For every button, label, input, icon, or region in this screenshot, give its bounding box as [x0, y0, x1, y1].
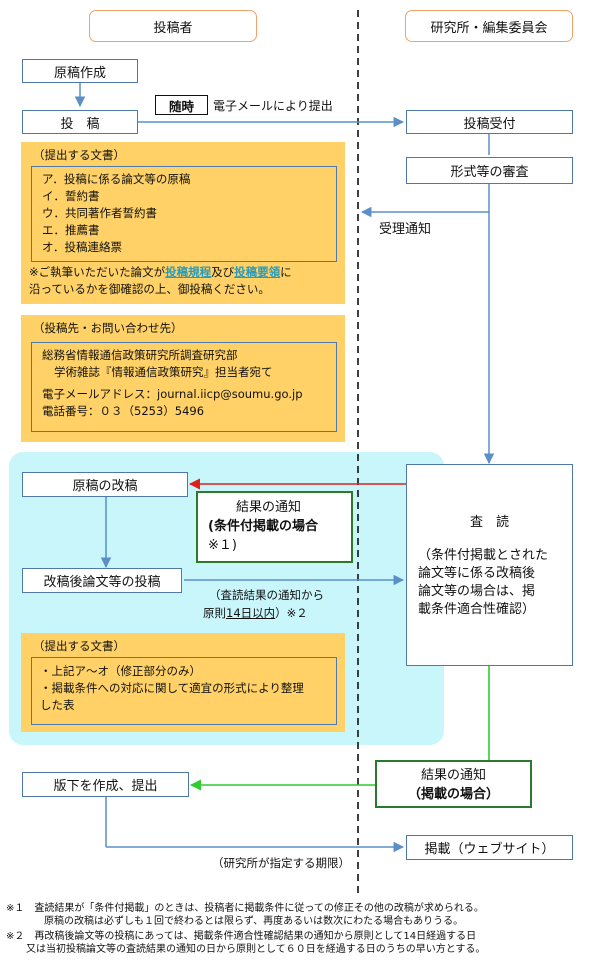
document-item: ア．投稿に係る論文等の原稿 [42, 172, 191, 186]
submit-method: 電子メールにより提出 [213, 99, 333, 113]
step-check: 形式等の審査 [406, 157, 573, 184]
step-draft-label: 原稿作成 [53, 65, 106, 81]
review-desc-line: 論文等に係る改稿後 [418, 566, 536, 581]
notice-conditional: 結果の通知 (条件付掲載の場合 ※１) [196, 491, 353, 563]
notice-accepted-case: （掲載の場合） [407, 787, 499, 802]
review-desc-line: 載条件適合性確認） [418, 602, 536, 617]
documents-note-line2: 沿っているかを御確認の上、御投稿ください。 [29, 282, 270, 296]
link-submission-guidelines[interactable]: 投稿要領 [234, 265, 281, 279]
link-submission-rules[interactable]: 投稿規程 [165, 265, 212, 279]
review-description: （条件付掲載とされた 論文等に係る改稿後 論文等の場合は、掲 載条件適合性確認） [418, 547, 548, 619]
documents-panel: （提出する文書） ア．投稿に係る論文等の原稿 イ．誓約書 ウ．共同著作者誓約書 … [21, 142, 345, 304]
revision-document-item: した表 [40, 698, 75, 712]
header-author-label: 投稿者 [153, 20, 193, 36]
note-text: 及び [211, 265, 235, 279]
header-institute: 研究所・編集委員会 [405, 10, 573, 42]
documents-note: ※ご執筆いただいた論文が投稿規程及び投稿要領に [29, 264, 292, 281]
review-box: 査 読 （条件付掲載とされた 論文等に係る改稿後 論文等の場合は、掲 載条件適合… [406, 464, 573, 666]
review-desc-line: 論文等の場合は、掲 [418, 584, 536, 599]
contact-email: 電子メールアドレス：journal.iicp@soumu.go.jp [42, 387, 303, 401]
contact-org: 総務省情報通信政策研究所調査研究部 [42, 348, 238, 362]
step-publish: 掲載（ウェブサイト） [406, 835, 573, 860]
contact-panel: （投稿先・お問い合わせ先） 総務省情報通信政策研究所調査研究部 学術雑誌『情報通… [21, 315, 345, 442]
notice-accepted-title: 結果の通知 [420, 768, 486, 783]
step-revise: 原稿の改稿 [22, 472, 188, 497]
footnote-1-cont: 原稿の改稿は必ずしも１回で終わるとは限らず、再度あるいは数次にわたる場合もありう… [44, 916, 464, 927]
step-submit-label: 投 稿 [60, 116, 100, 132]
revision-documents-list: ・上記ア～オ（修正部分のみ） ・掲載条件への対応に関して適宜の形式により整理 し… [31, 657, 337, 725]
footnotes: ※１ 査読結果が「条件付掲載」のときは、投稿者に掲載条件に従っての修正その他の改… [6, 902, 596, 956]
deadline-text: ）※２ [275, 606, 308, 620]
revision-document-item: ・掲載条件への対応に関して適宜の形式により整理 [40, 681, 304, 695]
footnote-1: ※１ 査読結果が「条件付掲載」のときは、投稿者に掲載条件に従っての修正その他の改… [6, 903, 484, 914]
document-item: ウ．共同著作者誓約書 [42, 206, 157, 220]
step-receive: 投稿受付 [406, 110, 573, 134]
document-item: イ．誓約書 [42, 189, 100, 203]
step-resubmit: 改稿後論文等の投稿 [22, 568, 182, 593]
deadline-text: 原則 [203, 606, 226, 620]
submit-badge: 随時 [155, 95, 208, 115]
revision-documents-title: （提出する文書） [33, 639, 125, 653]
step-check-label: 形式等の審査 [450, 165, 529, 180]
step-draft: 原稿作成 [22, 59, 138, 83]
revision-document-item: ・上記ア～オ（修正部分のみ） [40, 664, 201, 678]
contact-title: （投稿先・お問い合わせ先） [33, 321, 183, 335]
step-revise-label: 原稿の改稿 [72, 479, 138, 494]
notice-conditional-case: (条件付掲載の場合 [208, 519, 318, 534]
notice-conditional-ref: ※１) [208, 538, 237, 553]
revision-documents-panel: （提出する文書） ・上記ア～オ（修正部分のみ） ・掲載条件への対応に関して適宜の… [21, 633, 345, 732]
deadline-note: （査読結果の通知から 原則14日以内）※２ [203, 586, 324, 622]
documents-title: （提出する文書） [33, 148, 125, 162]
step-final-label: 版下を作成、提出 [53, 779, 158, 794]
contact-details: 総務省情報通信政策研究所調査研究部 学術雑誌『情報通信政策研究』担当者宛て 電子… [31, 342, 337, 432]
documents-list: ア．投稿に係る論文等の原稿 イ．誓約書 ウ．共同著作者誓約書 エ．推薦書 オ．投… [31, 166, 337, 262]
review-title: 査 読 [469, 515, 509, 530]
footnote-2-cont: 又は当初投稿論文等の査読結果の通知の日から原則として６０日を経過する日のうちの早… [26, 944, 486, 955]
document-item: オ．投稿連絡票 [42, 240, 123, 254]
document-item: エ．推薦書 [42, 223, 100, 237]
deadline-days: 14日以内 [226, 606, 276, 620]
step-receive-label: 投稿受付 [463, 116, 516, 132]
deadline-line1: （査読結果の通知から [209, 588, 324, 602]
contact-phone: 電話番号：０３（5253）5496 [42, 404, 205, 418]
notice-conditional-title: 結果の通知 [236, 500, 302, 515]
note-text: に [280, 265, 292, 279]
note-text: ※ご執筆いただいた論文が [29, 265, 166, 279]
acceptance-label: 受理通知 [379, 222, 432, 237]
review-desc-line: （条件付掲載とされた [418, 548, 549, 563]
step-final: 版下を作成、提出 [22, 772, 189, 797]
footnote-2: ※２ 再改稿後論文等の投稿にあっては、掲載条件適合性確認結果の通知から原則として… [6, 931, 477, 942]
institute-deadline: （研究所が指定する期限） [212, 856, 350, 870]
step-submit: 投 稿 [22, 110, 138, 134]
deadline-line2: 原則14日以内）※２ [203, 604, 324, 622]
header-author: 投稿者 [89, 10, 257, 42]
step-resubmit-label: 改稿後論文等の投稿 [43, 575, 161, 590]
notice-accepted: 結果の通知 （掲載の場合） [375, 760, 532, 808]
header-institute-label: 研究所・編集委員会 [430, 20, 548, 36]
contact-dept: 学術雑誌『情報通信政策研究』担当者宛て [54, 365, 273, 379]
step-publish-label: 掲載（ウェブサイト） [424, 842, 555, 857]
submit-badge-text: 随時 [168, 98, 194, 114]
